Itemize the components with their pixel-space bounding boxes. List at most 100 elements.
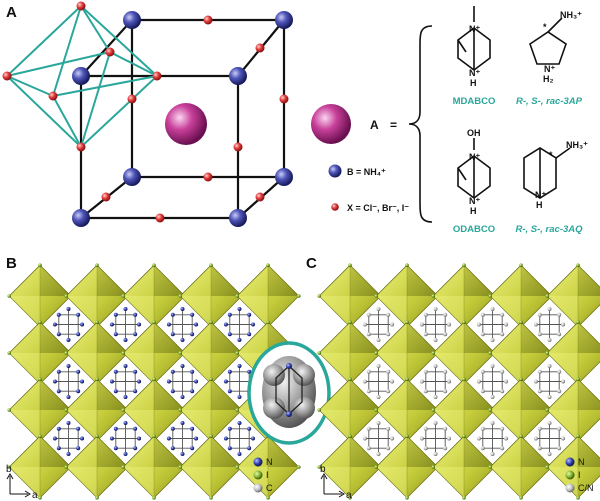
lattice-b-iodine bbox=[178, 465, 183, 469]
lattice-b-iodine bbox=[152, 263, 156, 268]
b-site bbox=[72, 209, 90, 227]
lattice-b-iodine bbox=[121, 351, 126, 355]
mdabco-n-top: N⁺ bbox=[469, 24, 480, 34]
lattice-b-molecule bbox=[166, 306, 199, 343]
b-site bbox=[275, 168, 293, 186]
legend-b-c-sphere bbox=[253, 483, 263, 493]
lattice-c-octahedron bbox=[318, 435, 382, 499]
legend-b-n: N bbox=[266, 457, 273, 467]
aq-n: N⁺ bbox=[535, 190, 546, 200]
lattice-b-iodine bbox=[178, 294, 183, 298]
lattice-b-iodine bbox=[7, 408, 12, 412]
lattice-c-iodine bbox=[545, 351, 550, 355]
x-site bbox=[105, 47, 115, 57]
lattice-b-iodine bbox=[38, 263, 42, 268]
mdabco-name: MDABCO bbox=[453, 96, 496, 107]
lattice-c-iodine bbox=[488, 351, 493, 355]
x-site bbox=[101, 192, 111, 202]
legend-c-i-sphere bbox=[565, 470, 575, 480]
lattice-c-iodine bbox=[431, 408, 436, 412]
lattice-c-iodine bbox=[405, 377, 409, 382]
lattice-b-iodine bbox=[235, 294, 240, 298]
lattice-b-iodine bbox=[235, 465, 240, 469]
lattice-b-iodine bbox=[296, 294, 301, 298]
x-site bbox=[279, 94, 289, 104]
lattice-c-iodine bbox=[374, 465, 379, 469]
lattice-c-octahedron bbox=[375, 378, 439, 442]
panel-b: B b a N I C bbox=[6, 255, 331, 501]
lattice-b-iodine bbox=[209, 434, 213, 439]
lattice-c-iodine bbox=[519, 320, 523, 325]
lattice-c-molecule bbox=[476, 420, 509, 457]
lattice-b-iodine bbox=[38, 320, 42, 325]
aq-nh3: NH₃⁺ bbox=[566, 140, 588, 150]
lattice-c-iodine bbox=[519, 434, 523, 439]
x-site bbox=[255, 43, 265, 53]
lattice-b-iodine bbox=[266, 320, 270, 325]
lattice-b-octahedron bbox=[179, 321, 243, 385]
lattice-c-molecule bbox=[533, 363, 566, 400]
brace bbox=[408, 25, 433, 223]
axis-c bbox=[320, 473, 345, 498]
lattice-b-octahedron bbox=[122, 264, 186, 328]
legend-b-sphere bbox=[328, 164, 342, 178]
lattice-c-octahedron bbox=[546, 321, 600, 385]
lattice-c-octahedron bbox=[432, 378, 496, 442]
x-site bbox=[48, 91, 58, 101]
lattice-b-octahedron bbox=[122, 435, 186, 499]
lattice-b-iodine bbox=[38, 434, 42, 439]
lattice-b-iodine bbox=[38, 495, 42, 500]
lattice-b-iodine bbox=[266, 263, 270, 268]
lattice-c-octahedron bbox=[489, 264, 553, 328]
lattice-c-iodine bbox=[405, 434, 409, 439]
lattice-b-iodine bbox=[7, 294, 12, 298]
legend-c-n: N bbox=[578, 457, 585, 467]
lattice-b-iodine bbox=[7, 465, 12, 469]
lattice-c-iodine bbox=[488, 465, 493, 469]
odabco-h: H bbox=[470, 206, 477, 216]
ap-name: R-, S-, rac-3AP bbox=[516, 96, 583, 107]
equals-sign: = bbox=[390, 118, 397, 132]
lattice-b-octahedron bbox=[122, 321, 186, 385]
lattice-b-iodine bbox=[209, 377, 213, 382]
lattice-b-molecule bbox=[166, 420, 199, 457]
lattice-c-iodine bbox=[462, 377, 466, 382]
lattice-c-iodine bbox=[519, 495, 523, 500]
legend-x-text: X = Cl⁻, Br⁻, I⁻ bbox=[347, 203, 409, 213]
lattice-c-molecule bbox=[533, 420, 566, 457]
a-label: A bbox=[370, 118, 379, 132]
legend-b-i-sphere bbox=[253, 470, 263, 480]
lattice-b-iodine bbox=[64, 465, 69, 469]
lattice-c-iodine bbox=[462, 495, 466, 500]
lattice-b-iodine bbox=[95, 320, 99, 325]
lattice-c-octahedron bbox=[432, 264, 496, 328]
axis-b-label-a: a bbox=[32, 490, 38, 501]
legend-b-i: I bbox=[266, 470, 269, 480]
ap-h2: H₂ bbox=[543, 74, 554, 84]
lattice-b-iodine bbox=[95, 495, 99, 500]
lattice-b-iodine bbox=[95, 434, 99, 439]
lattice-b-iodine bbox=[152, 320, 156, 325]
odabco-n-top: N⁺ bbox=[469, 152, 480, 162]
panel-a-letter: A bbox=[6, 4, 17, 21]
lattice-c-molecule bbox=[419, 420, 452, 457]
x-site bbox=[255, 192, 265, 202]
lattice-b-iodine bbox=[38, 377, 42, 382]
x-site bbox=[203, 172, 213, 182]
odabco-oh: OH bbox=[467, 128, 481, 138]
lattice-c-octahedron bbox=[375, 321, 439, 385]
lattice-b-iodine bbox=[64, 351, 69, 355]
lattice-b-iodine bbox=[178, 408, 183, 412]
x-site bbox=[76, 142, 86, 152]
lattice-c-octahedron bbox=[489, 435, 553, 499]
lattice-c-molecule bbox=[476, 306, 509, 343]
lattice-c-molecule bbox=[419, 306, 452, 343]
lattice-c-molecule bbox=[533, 306, 566, 343]
odabco-structure bbox=[457, 138, 491, 199]
lattice-c-iodine bbox=[519, 377, 523, 382]
axis-b-label-b: b bbox=[6, 464, 12, 475]
lattice-c-iodine bbox=[576, 434, 580, 439]
lattice-b-octahedron bbox=[236, 264, 300, 328]
lattice-b-iodine bbox=[152, 377, 156, 382]
lattice-b-iodine bbox=[266, 495, 270, 500]
